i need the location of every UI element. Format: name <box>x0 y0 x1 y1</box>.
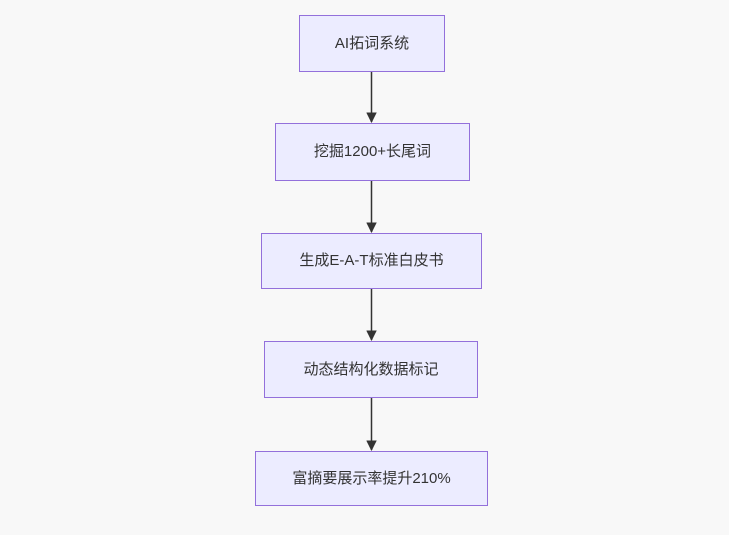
flow-node-structured-data: 动态结构化数据标记 <box>264 341 478 398</box>
flow-node-rich-snippet-result: 富摘要展示率提升210% <box>255 451 488 506</box>
flow-node-ai-word-expansion: AI拓词系统 <box>299 15 445 72</box>
flow-node-longtail-mining: 挖掘1200+长尾词 <box>275 123 470 181</box>
flow-node-label: 富摘要展示率提升210% <box>292 469 451 487</box>
flow-node-label: 生成E-A-T标准白皮书 <box>299 252 444 270</box>
flow-node-label: 动态结构化数据标记 <box>303 360 439 378</box>
flow-node-eat-whitepaper: 生成E-A-T标准白皮书 <box>261 233 482 289</box>
flow-node-label: 挖掘1200+长尾词 <box>313 143 432 161</box>
flow-node-label: AI拓词系统 <box>334 34 410 52</box>
